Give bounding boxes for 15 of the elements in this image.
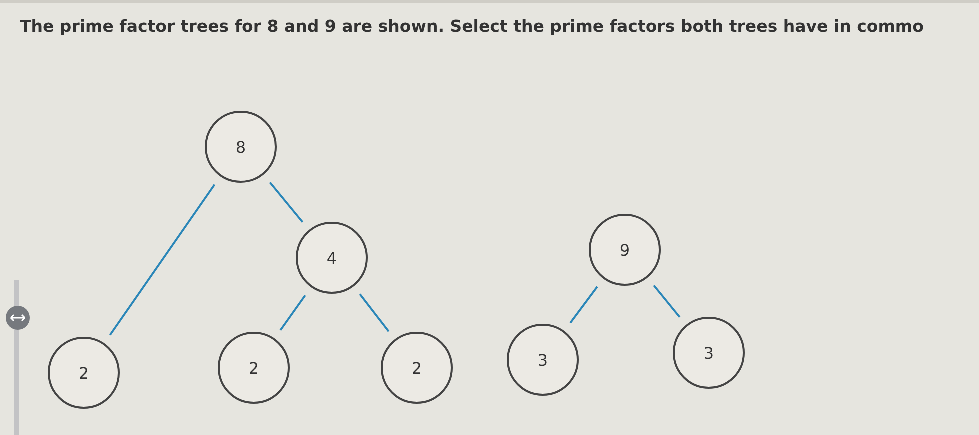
number-label: 8 [236, 138, 246, 156]
tree-branch-line [359, 294, 390, 332]
number-label: 2 [78, 364, 90, 382]
number-label: 3 [538, 350, 548, 370]
tree-branch-line [570, 286, 598, 324]
tree-branch-line [653, 285, 681, 318]
number-label: 2 [412, 358, 422, 378]
number-label: 4 [326, 248, 338, 268]
tree-branch-line [269, 182, 304, 224]
tree-branch-line [109, 184, 216, 336]
number-label: 9 [620, 240, 630, 260]
question-text: The prime factor trees for 8 and 9 are shown. Select the prime factors both trees have in commo [20, 17, 924, 36]
number-label: 3 [704, 344, 714, 362]
tree-branch-line [280, 294, 306, 332]
number-label: 2 [248, 358, 260, 378]
